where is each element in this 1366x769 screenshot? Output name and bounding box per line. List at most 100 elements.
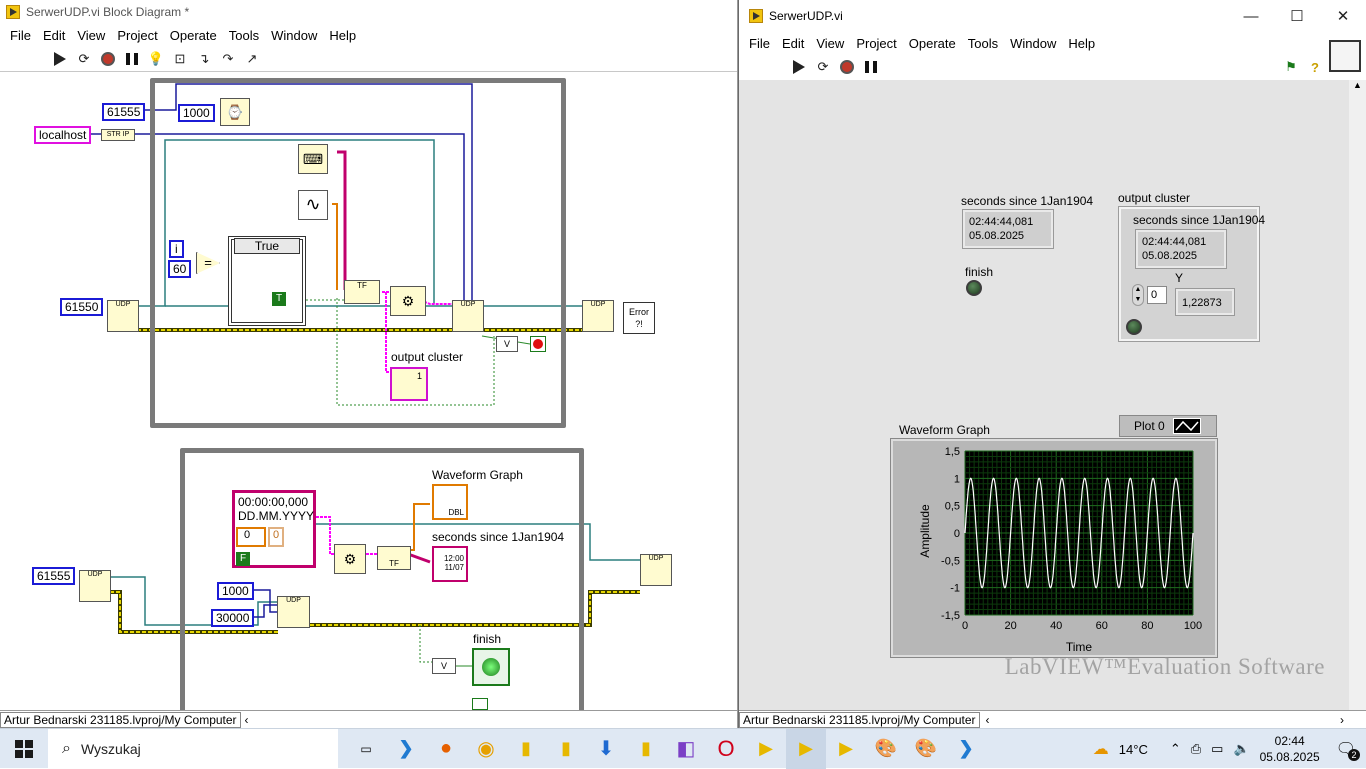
sine-waveform-node[interactable]: ∿	[298, 190, 328, 220]
labview-icon-2[interactable]: ▶	[786, 728, 826, 769]
run-continuously-button[interactable]: ⟳	[817, 59, 829, 74]
seconds-terminal[interactable]: 12:00 11/07	[432, 546, 468, 582]
firefox-icon[interactable]: ●	[439, 737, 453, 759]
weather-icon[interactable]: ☁	[1092, 741, 1109, 758]
case-selector[interactable]: True	[234, 238, 300, 254]
menu-help[interactable]: Help	[1068, 35, 1096, 51]
block-diagram-window[interactable]: SerwerUDP.vi Block Diagram * File Edit V…	[0, 0, 738, 728]
udp-write-node-upper[interactable]: UDP	[452, 300, 484, 332]
menu-view[interactable]: View	[77, 27, 106, 43]
udp-read-node[interactable]: UDP	[277, 596, 310, 628]
stop-terminal-lower[interactable]	[472, 698, 488, 710]
output-cluster-terminal[interactable]: 1	[390, 367, 428, 401]
vertical-scrollbar[interactable]: ▲	[1349, 80, 1366, 710]
browser-icon[interactable]: ◉	[477, 738, 495, 760]
highlight-execution-button[interactable]: 💡	[147, 50, 165, 66]
comment-icon[interactable]: ⚑	[1285, 59, 1297, 74]
menu-tools[interactable]: Tools	[228, 27, 260, 43]
false-constant[interactable]: F	[236, 552, 250, 566]
udp-close-node-lower[interactable]: UDP	[640, 554, 672, 586]
udp-open-node-upper[interactable]: UDP	[107, 300, 139, 332]
notification-icon[interactable]: 🗨2	[1336, 739, 1360, 761]
timeout-constant-1000[interactable]: 1000	[178, 104, 215, 122]
scroll-left-icon[interactable]: ‹	[244, 712, 249, 727]
constant-1000-lower[interactable]: 1000	[217, 582, 254, 600]
scroll-left-icon[interactable]: ‹	[985, 712, 990, 727]
unflatten-from-string-node[interactable]: ⚙	[334, 544, 366, 574]
menu-file[interactable]: File	[749, 35, 770, 51]
udp-open-node-lower[interactable]: UDP	[79, 570, 111, 602]
menu-window[interactable]: Window	[271, 27, 318, 43]
get-date-time-node[interactable]: ⌨	[298, 144, 328, 174]
lower-while-loop[interactable]	[180, 448, 584, 710]
upper-while-loop[interactable]	[150, 78, 566, 428]
front-panel-window[interactable]: SerwerUDP.vi — ☐ ✕ File Edit View Projec…	[738, 0, 1366, 728]
maximize-button[interactable]: ☐	[1290, 8, 1304, 25]
download-icon[interactable]: ⬇	[597, 738, 615, 760]
menu-tools[interactable]: Tools	[967, 35, 999, 51]
front-panel-canvas[interactable]: seconds since 1Jan1904 02:44:44,081 05.0…	[739, 80, 1349, 710]
run-button[interactable]	[52, 51, 68, 67]
array-index-control[interactable]: ▲▼ 0	[1132, 283, 1172, 307]
battery-icon[interactable]: ▭	[1211, 741, 1224, 756]
close-button[interactable]: ✕	[1336, 8, 1350, 25]
minimize-button[interactable]: —	[1243, 7, 1259, 25]
array-index-value[interactable]: 0	[1147, 286, 1167, 304]
localhost-constant[interactable]: localhost	[34, 126, 92, 144]
or-node-upper[interactable]: V	[496, 336, 518, 352]
run-button[interactable]	[791, 59, 807, 75]
pause-button[interactable]	[863, 59, 879, 75]
array-value-box[interactable]: 0	[268, 527, 284, 547]
menu-file[interactable]: File	[10, 27, 31, 43]
menu-edit[interactable]: Edit	[781, 35, 805, 51]
folder-icon[interactable]: ▮	[641, 738, 651, 758]
opera-icon[interactable]: O	[717, 735, 735, 761]
menu-edit[interactable]: Edit	[42, 27, 66, 43]
step-over-button[interactable]: ↷	[222, 50, 234, 66]
start-button[interactable]	[0, 729, 48, 769]
string-to-ip-node[interactable]: STR IP	[101, 129, 135, 141]
context-help-icon[interactable]: ?	[1311, 59, 1319, 75]
vscode-icon[interactable]: ❯	[398, 738, 414, 758]
error-handler-node[interactable]: Error ?!	[623, 302, 655, 334]
paint-icon-2[interactable]: 🎨	[914, 738, 938, 758]
port-constant-61555[interactable]: 61555	[102, 103, 146, 121]
scroll-up-icon[interactable]: ▲	[1353, 80, 1362, 90]
menu-operate[interactable]: Operate	[169, 27, 217, 43]
block-diagram-canvas[interactable]: 61555 1000 ⌚ localhost STR IP ⌨ ∿ i 60 =…	[0, 72, 737, 710]
menu-window[interactable]: Window	[1010, 35, 1057, 51]
run-continuously-button[interactable]: ⟳	[78, 50, 90, 66]
clock[interactable]: 02:44 05.08.2025	[1260, 733, 1320, 765]
file-explorer-icon[interactable]: ▮	[521, 738, 531, 758]
visual-studio-icon[interactable]: ◧	[676, 738, 696, 760]
paint-icon[interactable]: 🎨	[874, 738, 898, 758]
chevron-up-icon[interactable]: ⌃	[1169, 741, 1181, 756]
block-diagram-titlebar[interactable]: SerwerUDP.vi Block Diagram *	[0, 0, 737, 24]
menu-project[interactable]: Project	[117, 27, 158, 43]
menu-help[interactable]: Help	[329, 27, 357, 43]
abort-button[interactable]	[100, 51, 116, 67]
flatten-to-string-node[interactable]: ⚙	[390, 286, 426, 316]
constant-30000[interactable]: 30000	[211, 609, 255, 627]
retain-wire-values-button[interactable]: ⊡	[174, 50, 186, 66]
true-constant[interactable]: T	[272, 292, 286, 306]
plot-legend[interactable]: Plot 0	[1119, 415, 1217, 437]
menu-operate[interactable]: Operate	[908, 35, 956, 51]
scroll-right-icon[interactable]: ›	[1340, 712, 1344, 727]
vi-connector-icon[interactable]	[1329, 40, 1361, 72]
device-icon[interactable]: ⎙	[1190, 741, 1202, 756]
task-view-icon[interactable]: ▭	[360, 741, 372, 756]
front-panel-titlebar[interactable]: SerwerUDP.vi — ☐ ✕	[739, 0, 1366, 32]
port-constant-61550[interactable]: 61550	[60, 298, 104, 316]
weather-temp[interactable]: 14°C	[1118, 741, 1148, 757]
port-constant-61555-lower[interactable]: 61555	[32, 567, 76, 585]
vscode-icon-2[interactable]: ❯	[958, 738, 974, 758]
labview-icon-1[interactable]: ▶	[759, 738, 773, 758]
menu-project[interactable]: Project	[856, 35, 897, 51]
udp-close-node-upper[interactable]: UDP	[582, 300, 614, 332]
taskbar-search[interactable]: ⌕ Wyszukaj	[48, 728, 338, 769]
finish-terminal[interactable]	[472, 648, 510, 686]
pause-button[interactable]	[124, 51, 140, 67]
build-cluster-node[interactable]: TF	[344, 280, 380, 304]
